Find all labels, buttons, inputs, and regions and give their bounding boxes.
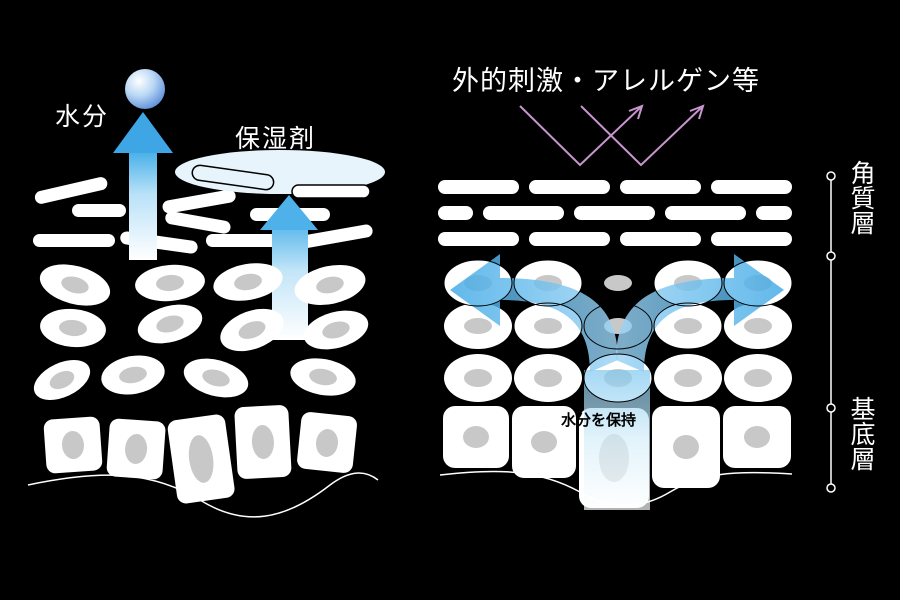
water-droplet <box>125 69 165 109</box>
external-stimulus-label: 外的刺激・アレルゲン等 <box>452 66 760 97</box>
basal-cell <box>43 416 103 474</box>
cell <box>213 263 283 301</box>
left-panel-damaged-skin <box>27 69 385 518</box>
basal-cell <box>167 414 235 504</box>
horny-plate <box>529 180 610 194</box>
horny-plate <box>756 206 792 220</box>
water-retention-label: 水分を保持 <box>561 411 637 429</box>
basal-cell <box>234 405 292 479</box>
cell <box>137 304 203 344</box>
cell <box>514 354 582 402</box>
moisturizer-film <box>175 150 385 199</box>
horny-flake <box>33 234 115 247</box>
water-retention-flow <box>450 254 784 510</box>
horny-plate <box>438 232 519 246</box>
basal-cell <box>723 406 791 468</box>
horny-flake <box>162 189 236 214</box>
horny-flake <box>298 224 373 249</box>
horny-plate <box>438 206 473 220</box>
horny-plate <box>620 180 701 194</box>
cell <box>303 310 369 350</box>
cell <box>294 264 366 306</box>
cell <box>290 358 356 396</box>
right-dermis-line <box>439 470 793 507</box>
flow-branch-left <box>450 254 618 372</box>
horny-plate <box>711 232 792 246</box>
horny-plate <box>438 180 519 194</box>
cell <box>101 355 165 395</box>
cell <box>584 260 652 306</box>
left-spinous-cells <box>33 263 369 400</box>
horny-plate <box>529 232 610 246</box>
cell <box>183 358 249 398</box>
water-label: 水分 <box>55 102 110 131</box>
cell <box>654 354 722 402</box>
horny-flake <box>34 177 108 204</box>
basal-cell <box>512 406 576 478</box>
horny-plate <box>711 180 792 194</box>
horny-flake <box>165 211 231 234</box>
cell-outlines <box>443 259 793 403</box>
flow-branch-right <box>616 254 784 372</box>
cell <box>33 360 91 400</box>
cell <box>135 264 205 302</box>
horny-plate <box>483 206 564 220</box>
stratum-corneum-label: 角質層 <box>847 160 876 235</box>
left-basal-cells <box>43 405 357 504</box>
right-horny-layer <box>438 180 792 246</box>
right-panel-healthy-skin <box>438 104 793 510</box>
stimulus-arrow <box>519 105 643 167</box>
cell <box>444 354 512 402</box>
basal-cell <box>106 418 166 480</box>
stimulus-bounce-arrows <box>519 104 705 167</box>
basal-cell <box>652 406 720 488</box>
cell <box>724 354 792 402</box>
cell <box>40 308 106 348</box>
horny-flake <box>206 234 286 247</box>
cell <box>654 303 722 349</box>
cell <box>39 264 111 306</box>
moisturizer-label: 保湿剤 <box>235 124 317 153</box>
basal-layer-label: 基底層 <box>847 396 876 471</box>
horny-plate <box>665 206 746 220</box>
horny-plate <box>620 232 701 246</box>
water-escape-arrow <box>113 112 173 260</box>
layer-bracket <box>826 171 836 493</box>
basal-cell <box>443 406 509 468</box>
horny-plate <box>574 206 655 220</box>
stimulus-arrow <box>580 105 704 167</box>
basal-cell <box>297 412 357 473</box>
horny-flake <box>72 204 126 217</box>
cell <box>220 308 284 352</box>
left-dermis-line <box>27 472 379 518</box>
